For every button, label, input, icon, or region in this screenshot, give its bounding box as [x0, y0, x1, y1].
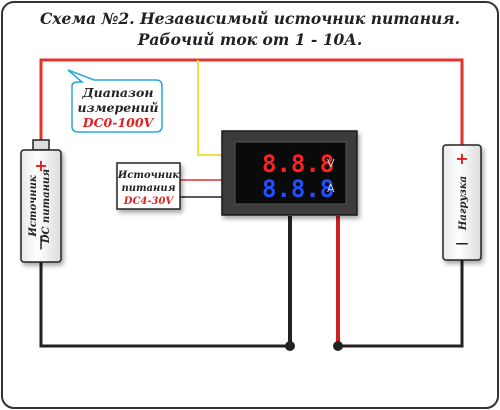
power-supply-range: DC4-30V [123, 196, 175, 207]
source-terminal [32, 139, 50, 151]
negative-wire-load [338, 258, 464, 348]
callout-range: DC0-100V [82, 115, 155, 130]
dc-source: + | Источник DC питания [20, 139, 62, 263]
power-supply-line-1: Источник [117, 170, 179, 181]
positive-wire [39, 58, 464, 153]
meter-display [234, 141, 347, 205]
voltmeter-ammeter: 8.8.8 V 8.8.8 A [221, 130, 358, 216]
range-callout: Диапазон измерений DC0-100V [67, 69, 163, 133]
source-label-1: Источник [28, 175, 39, 237]
current-unit: A [327, 182, 335, 195]
title-line-1: Схема №2. Независимый источник питания. [40, 9, 460, 28]
load: + — Нагрузка [442, 144, 482, 261]
current-digits: 8.8.8 [262, 175, 334, 203]
load-plus-sign: + [455, 149, 468, 168]
voltage-unit: V [327, 157, 335, 170]
source-minus-sign: | [38, 234, 43, 250]
source-body [20, 149, 62, 263]
callout-border [67, 69, 163, 133]
voltage-digits: 8.8.8 [262, 150, 334, 178]
callout-line-2: измерений [78, 100, 159, 115]
callout-line-1: Диапазон [82, 85, 154, 100]
junction-load [333, 341, 343, 351]
power-supply-line-2: питания [121, 183, 175, 194]
load-body [442, 144, 482, 261]
power-supply-box: Источник питания DC4-30V [116, 162, 181, 210]
sense-wire [197, 60, 232, 156]
source-label-2: DC питания [41, 169, 52, 244]
load-minus-sign: — [456, 236, 469, 251]
source-plus-sign: + [34, 156, 47, 175]
title-line-2: Рабочий ток от 1 - 10А. [137, 30, 363, 49]
load-label: Нагрузка [458, 176, 469, 231]
negative-wire-source [39, 258, 290, 348]
junction-negative [285, 341, 295, 351]
